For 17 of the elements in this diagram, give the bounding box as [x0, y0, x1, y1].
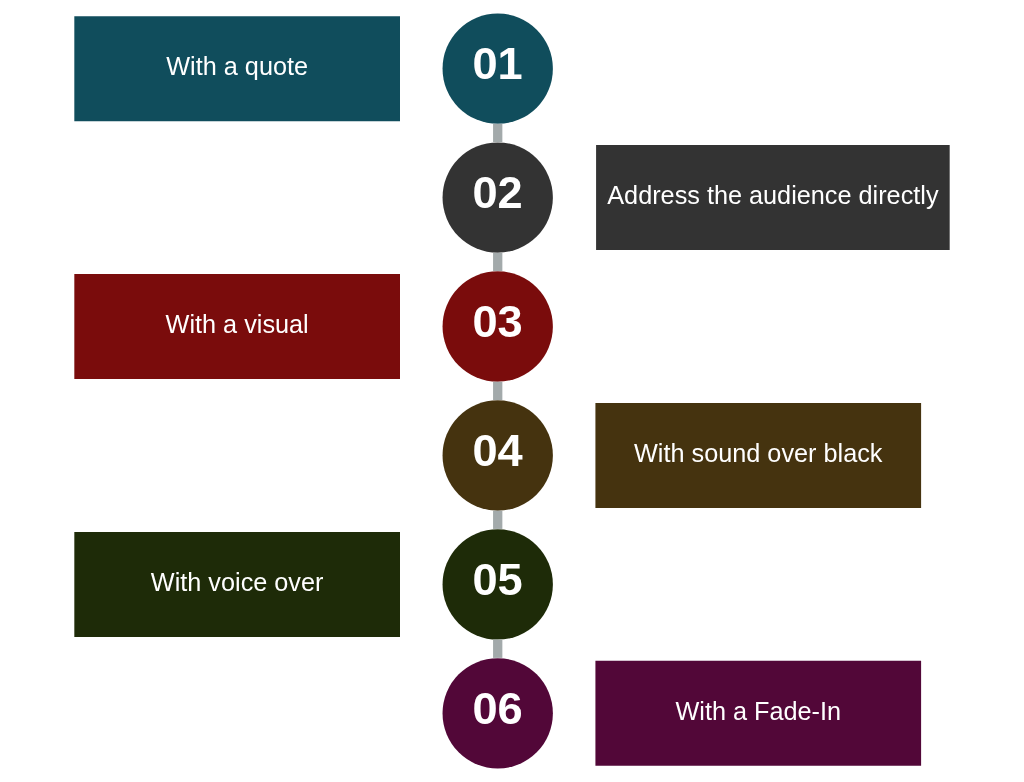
- node-box: With sound over black: [595, 402, 922, 508]
- node-box: Address the audience directly: [596, 145, 950, 251]
- node-box: With a Fade-In: [595, 660, 922, 766]
- node-circle: 04: [442, 400, 553, 511]
- node-circle: 05: [442, 529, 553, 640]
- connector: [493, 639, 503, 658]
- node-box: With a quote: [74, 16, 400, 122]
- connector: [493, 381, 503, 400]
- connector: [493, 252, 503, 272]
- node-box: With a visual: [74, 274, 400, 380]
- connector: [493, 510, 503, 529]
- node-circle: 01: [442, 13, 553, 124]
- node-circle: 06: [442, 658, 553, 769]
- node-circle: 02: [442, 142, 553, 253]
- node-circle: 03: [442, 271, 553, 382]
- connector: [493, 123, 503, 143]
- node-box: With voice over: [74, 531, 400, 637]
